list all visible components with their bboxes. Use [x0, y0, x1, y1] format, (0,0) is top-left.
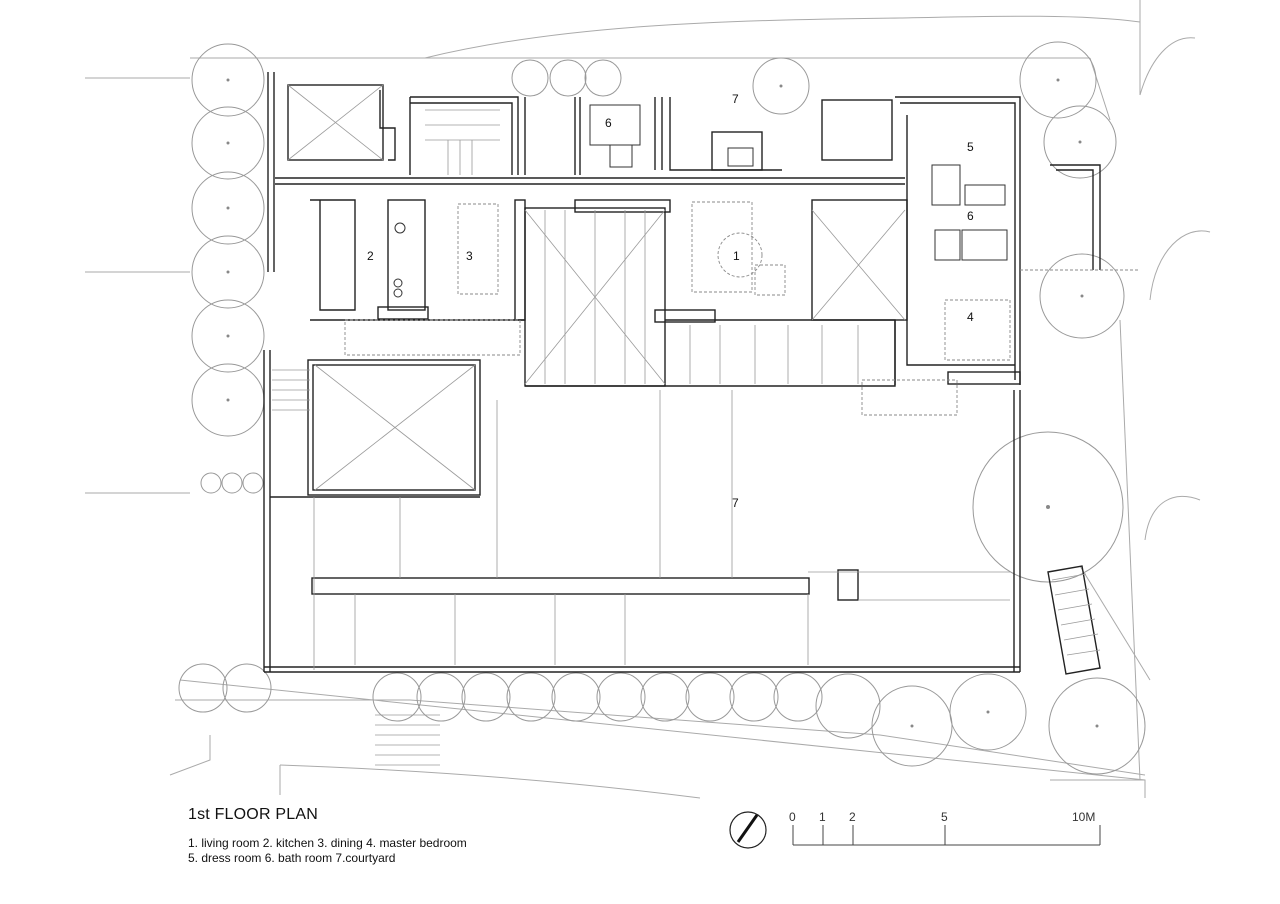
site-context-lines: [85, 0, 1211, 799]
scale-tick-1: 1: [819, 810, 826, 824]
plan-title: 1st FLOOR PLAN: [188, 806, 318, 823]
legend-line-1: 1. living room 2. kitchen 3. dining 4. m…: [188, 836, 467, 850]
label-courtyard-top: 7: [732, 92, 739, 106]
room-legend: 1. living room 2. kitchen 3. dining 4. m…: [188, 836, 467, 866]
label-courtyard-main: 7: [732, 496, 739, 510]
label-dress-room: 5: [967, 140, 974, 154]
scale-bar: [792, 825, 1101, 846]
scale-tick-2: 2: [849, 810, 856, 824]
tree-centers: [226, 78, 1099, 728]
label-dining: 3: [466, 249, 473, 263]
room-labels: 1 2 3 4 5 6 6 7 7: [367, 92, 974, 510]
building-walls: [263, 72, 1101, 675]
deck-lines: [272, 84, 1101, 766]
label-bath-room-top: 6: [605, 116, 612, 130]
bath-fixtures: [393, 104, 1008, 298]
scale-tick-5: 5: [941, 810, 948, 824]
furniture-outlines: [344, 201, 1140, 416]
scale-bar-labels: 0 1 2 5 10M: [789, 810, 1095, 824]
scale-tick-10m: 10M: [1072, 810, 1095, 824]
label-bath-room-right: 6: [967, 209, 974, 223]
label-master-bedroom: 4: [967, 310, 974, 324]
north-arrow-icon: [729, 811, 767, 849]
legend-line-2: 5. dress room 6. bath room 7.courtyard: [188, 851, 396, 865]
label-living-room: 1: [733, 249, 740, 263]
label-kitchen: 2: [367, 249, 374, 263]
tree-canopies: [178, 41, 1146, 775]
scale-tick-0: 0: [789, 810, 796, 824]
